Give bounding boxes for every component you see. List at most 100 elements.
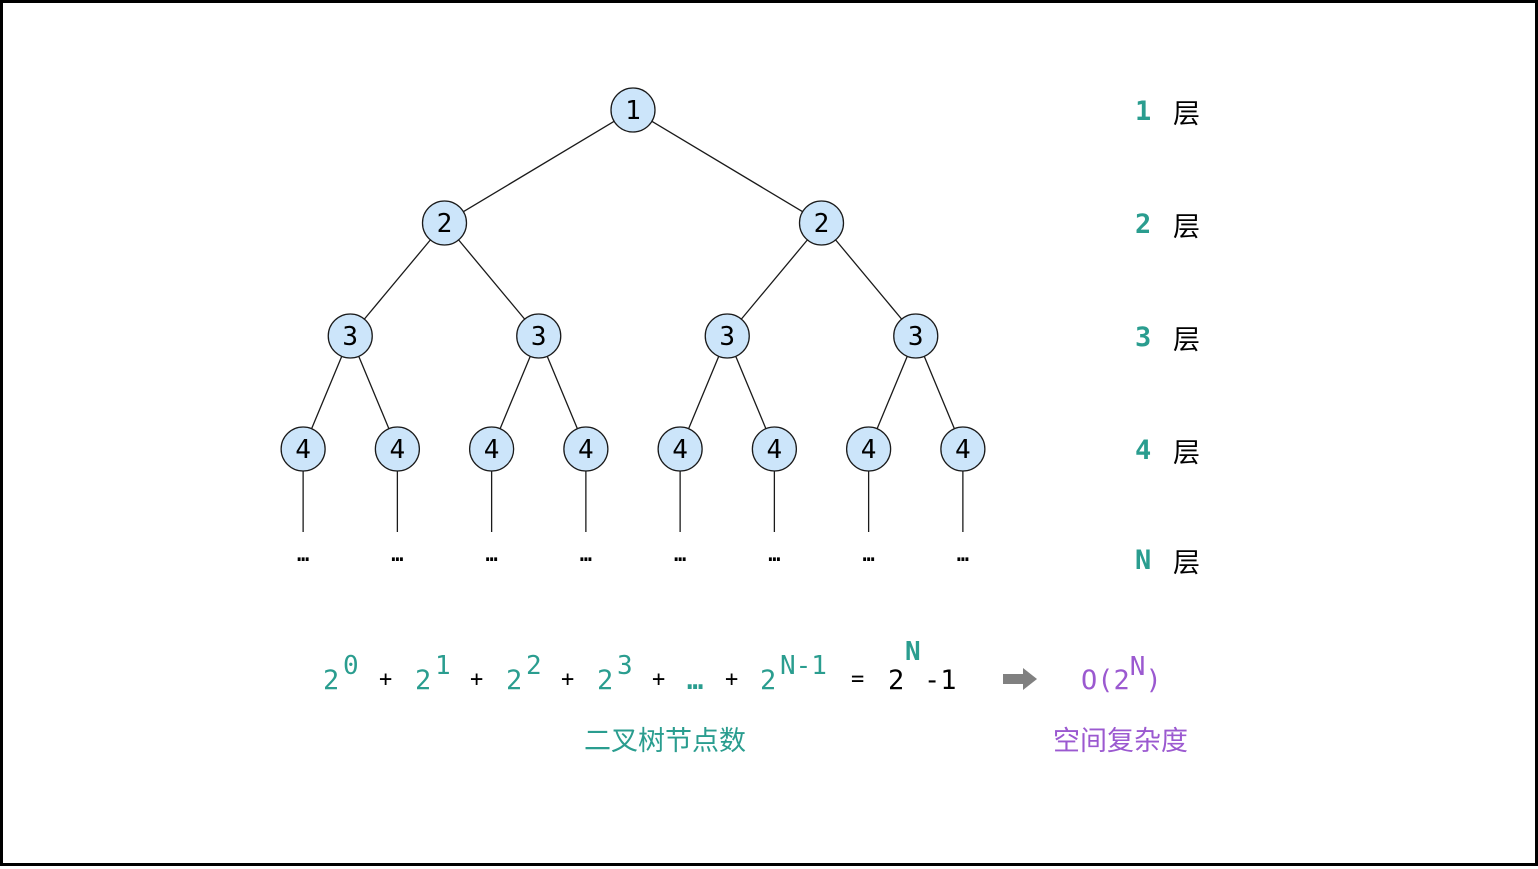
- tree-edge: [651, 120, 803, 213]
- tree-edge: [458, 239, 526, 320]
- tree-node-label: 2: [814, 209, 830, 239]
- space-complexity-caption: 空间复杂度: [1053, 726, 1188, 757]
- continuation-ellipsis: …: [486, 542, 498, 566]
- tree-node-label: 1: [625, 96, 641, 126]
- complexity-prefix: O(2: [1081, 665, 1130, 696]
- tree-node: [940, 426, 986, 472]
- tree-node: [893, 313, 939, 359]
- level-word: 层: [1173, 547, 1200, 579]
- tree-node-label: 2: [437, 209, 453, 239]
- tree-node-label: 4: [578, 435, 594, 465]
- level-word: 层: [1173, 324, 1200, 356]
- tree-node-label: 4: [861, 435, 877, 465]
- tree-edge: [546, 356, 579, 429]
- tree-node: [563, 426, 609, 472]
- complexity-suffix: ): [1145, 665, 1162, 696]
- tree-edge: [876, 356, 908, 429]
- tree-node-label: 4: [955, 435, 971, 465]
- plus-sign: +: [561, 667, 575, 692]
- tree-node: [516, 313, 562, 359]
- tree-node-label: 3: [719, 322, 735, 352]
- node-count-caption: 二叉树节点数: [584, 726, 746, 757]
- term-exponent: N-1: [780, 651, 827, 681]
- result-base: 2: [888, 665, 905, 696]
- tree-edge: [923, 356, 956, 429]
- term-exponent: 0: [343, 651, 359, 681]
- tree-edge: [463, 120, 615, 213]
- term-base: 2: [506, 665, 523, 696]
- plus-sign: +: [379, 667, 393, 692]
- complexity-expression: O(2N): [1081, 652, 1162, 696]
- term-exponent: 2: [526, 651, 542, 681]
- result-tail: -1: [924, 665, 957, 696]
- tree-node: [798, 200, 845, 246]
- tree-edge: [363, 239, 431, 320]
- complexity-exponent: N: [1129, 652, 1146, 682]
- tree-edge: [499, 356, 531, 429]
- plus-sign: +: [725, 667, 739, 692]
- tree-node-label: 4: [295, 435, 311, 465]
- tree-node: [751, 426, 798, 472]
- binary-tree: … … … … … … … … 1 2 2 3 3 3 3 4 4 4 4 4 4 4 4: [280, 87, 986, 566]
- tree-node: [657, 426, 703, 472]
- plus-sign: +: [470, 667, 484, 692]
- tree-node-label: 4: [672, 435, 688, 465]
- tree-edge: [740, 239, 808, 320]
- level-number: 4: [1135, 434, 1152, 466]
- tree-node-label: 3: [531, 322, 547, 352]
- continuation-ellipsis: …: [580, 542, 592, 566]
- tree-node-label: 4: [767, 435, 783, 465]
- tree-node: [374, 426, 421, 472]
- term-exponent: 1: [435, 651, 451, 681]
- term-base: 2: [415, 665, 432, 696]
- right-arrow-icon: [1003, 668, 1037, 690]
- tree-node: [280, 426, 326, 472]
- level-number: N: [1135, 544, 1152, 576]
- result-exponent: N: [905, 637, 921, 667]
- term-base: 2: [760, 665, 777, 696]
- tree-edge: [835, 239, 903, 320]
- continuation-ellipsis: …: [674, 542, 686, 566]
- tree-node: [610, 87, 656, 133]
- continuation-ellipsis: …: [297, 542, 309, 566]
- level-number: 2: [1135, 208, 1152, 240]
- tree-node-label: 4: [390, 435, 406, 465]
- tree-edge: [735, 356, 767, 429]
- tree-node-label: 4: [484, 435, 500, 465]
- tree-node-label: 3: [908, 322, 924, 352]
- continuation-ellipsis: …: [863, 542, 875, 566]
- continuation-ellipsis: …: [957, 542, 969, 566]
- term-base: 2: [323, 665, 340, 696]
- tree-node: [327, 313, 373, 359]
- formula-ellipsis: …: [687, 665, 704, 696]
- level-label-4: 4 层: [1135, 430, 1200, 470]
- tree-node: [845, 426, 892, 472]
- level-label-2: 2 层: [1135, 204, 1200, 244]
- tree-node: [468, 426, 515, 472]
- level-label-1: 1 层: [1135, 91, 1200, 131]
- continuation-ellipsis: …: [768, 542, 780, 566]
- level-word: 层: [1173, 211, 1200, 243]
- continuation-ellipsis: …: [391, 542, 403, 566]
- level-word: 层: [1173, 98, 1200, 130]
- term-base: 2: [597, 665, 614, 696]
- level-label-n: N 层: [1135, 540, 1200, 580]
- equals-sign: =: [851, 667, 865, 692]
- tree-node: [704, 313, 750, 359]
- tree-edge: [687, 356, 720, 429]
- tree-edge: [358, 356, 390, 429]
- level-number: 3: [1135, 321, 1152, 353]
- tree-node: [421, 200, 468, 246]
- plus-sign: +: [652, 667, 666, 692]
- term-exponent: 3: [617, 651, 633, 681]
- tree-edge: [310, 356, 343, 429]
- level-number: 1: [1135, 95, 1152, 127]
- tree-node-label: 3: [342, 322, 358, 352]
- level-label-3: 3 层: [1135, 317, 1200, 357]
